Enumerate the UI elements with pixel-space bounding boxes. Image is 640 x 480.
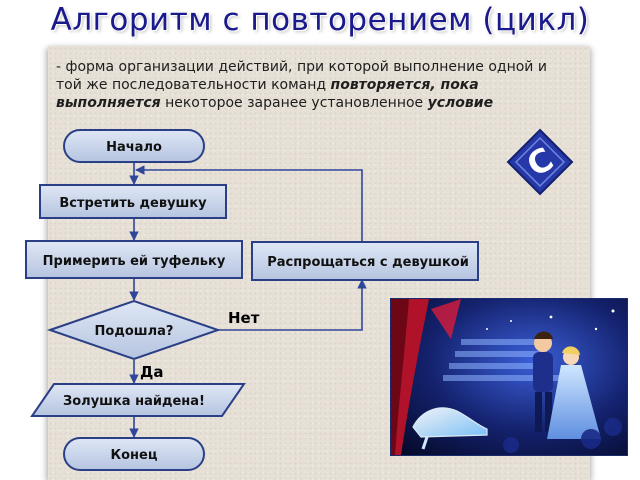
condition-decision [46, 299, 222, 361]
cinderella-illustration [390, 298, 628, 456]
definition-part-2: некоторое заранее установленное [160, 95, 428, 111]
try-on-process-box [25, 240, 243, 279]
meet-process-label: Встретить девушку [59, 196, 207, 211]
end-label: Конец [111, 448, 158, 463]
found-output-shape [30, 383, 246, 417]
farewell-process-label: Распрощаться с девушкой [267, 255, 469, 270]
glass-slipper-icon [412, 407, 488, 438]
connector-loop-back [135, 165, 363, 242]
try-on-process-label: Примерить ей туфельку [43, 254, 226, 269]
definition-emphasis: повторяется, пока выполняется [56, 77, 479, 111]
definition-text: - форма организации действий, при которо… [56, 58, 576, 130]
meet-process-box [39, 184, 227, 219]
condition-label: Подошла? [95, 324, 174, 339]
definition-last-word: условие [427, 95, 494, 111]
connector-no-branch [218, 279, 367, 331]
start-label: Начало [106, 140, 162, 155]
yes-branch-label: Да [140, 363, 163, 381]
start-terminator [63, 129, 205, 163]
found-output-label: Золушка найдена! [63, 394, 205, 409]
farewell-process-box [251, 241, 479, 281]
badge-shape [506, 128, 574, 196]
no-branch-label: Нет [228, 309, 260, 327]
cinderella-scene [391, 299, 627, 455]
slide-title: Алгоритм с повторением (цикл) [50, 2, 590, 38]
end-terminator [63, 437, 205, 471]
letter-c-badge: C [506, 128, 574, 196]
definition-part-1: - форма организации действий, при которо… [56, 59, 547, 93]
